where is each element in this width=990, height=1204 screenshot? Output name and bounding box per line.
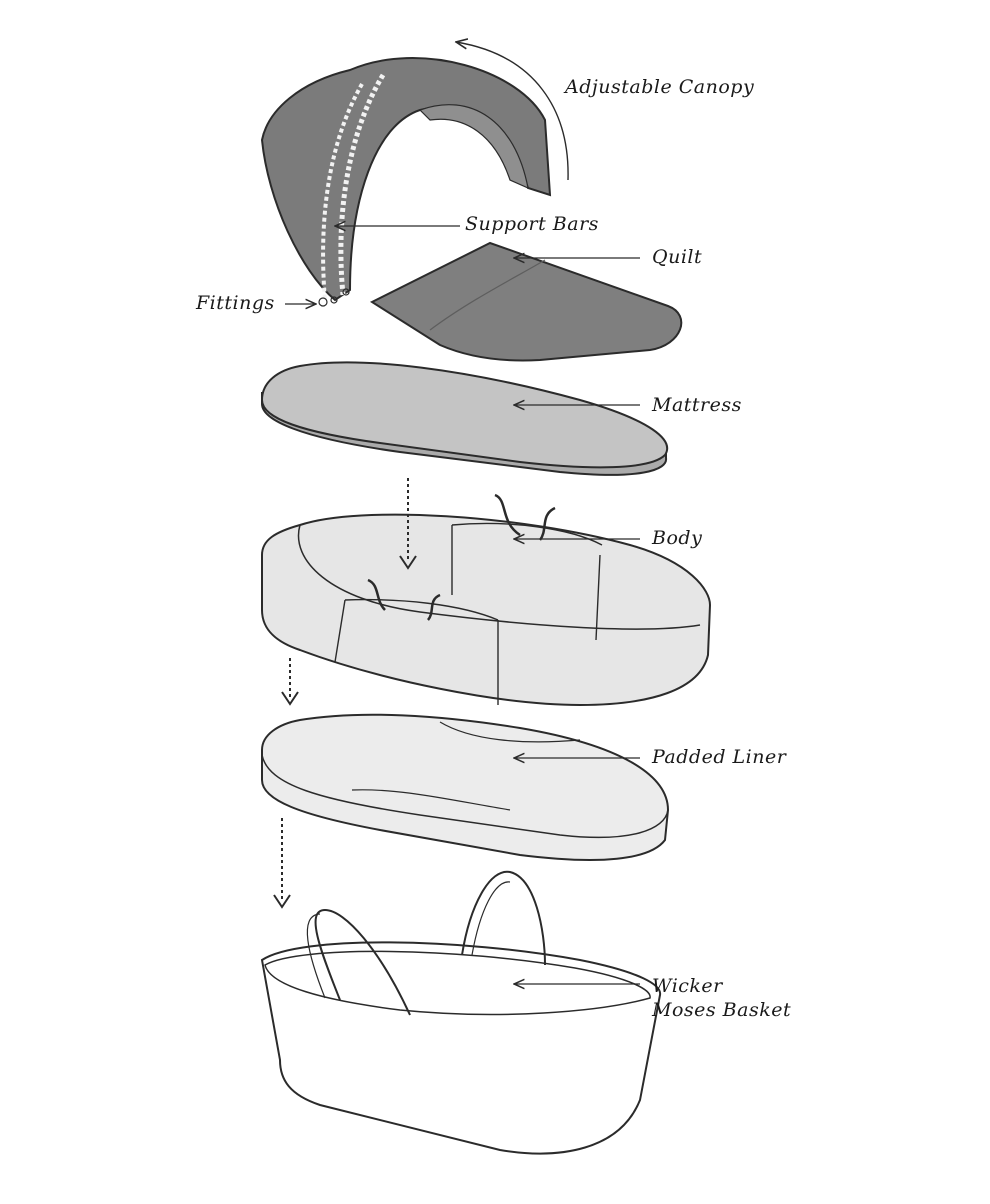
quilt-part	[369, 241, 683, 362]
label-fittings: Fittings	[196, 292, 275, 314]
label-body: Body	[652, 527, 703, 549]
dotted-down-arrow-icon	[281, 658, 299, 706]
wicker-basket-part	[260, 870, 662, 1155]
label-support-bars: Support Bars	[465, 213, 599, 235]
dotted-down-arrow-icon	[273, 818, 291, 909]
dotted-down-arrow-icon	[399, 478, 417, 570]
body-part	[261, 493, 712, 707]
label-adjustable-canopy: Adjustable Canopy	[565, 76, 755, 98]
mattress-part	[260, 361, 669, 476]
label-padded-liner: Padded Liner	[652, 746, 787, 768]
label-quilt: Quilt	[652, 246, 703, 268]
curved-arrow-icon	[456, 42, 569, 181]
label-moses-basket: Moses Basket	[652, 999, 792, 1021]
padded-liner-part	[261, 713, 670, 861]
fittings-part	[318, 288, 350, 307]
canopy-part	[260, 57, 552, 302]
label-wicker: Wicker	[652, 975, 723, 997]
label-mattress: Mattress	[652, 394, 742, 416]
